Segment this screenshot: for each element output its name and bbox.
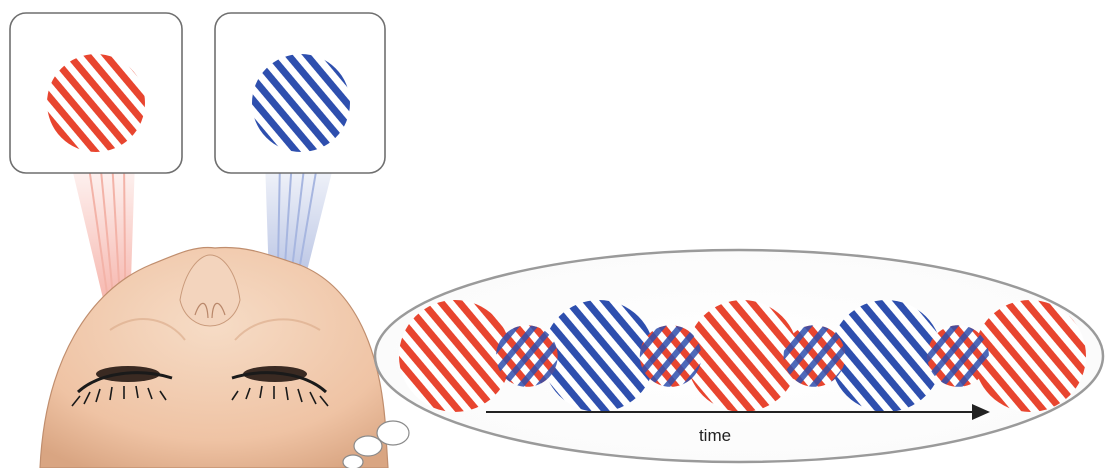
percept-red-disc xyxy=(687,300,799,412)
percept-red-disc xyxy=(974,300,1086,412)
time-axis-label: time xyxy=(699,426,731,445)
observer-head xyxy=(40,247,388,468)
percept-red-disc xyxy=(399,300,511,412)
red-grating-stimulus xyxy=(47,54,145,152)
blue-grating-stimulus xyxy=(252,54,350,152)
percept-mixed-overlay xyxy=(784,325,846,387)
percept-blue-disc xyxy=(543,300,655,412)
percept-thought-ellipse: time xyxy=(375,250,1103,462)
percept-mixed-overlay xyxy=(640,325,702,387)
percept-mixed-overlay xyxy=(927,325,989,387)
right-eye-stimulus-panel xyxy=(215,13,385,173)
left-eye-stimulus-panel xyxy=(10,13,182,173)
percept-mixed-overlay xyxy=(496,325,558,387)
percept-blue-disc xyxy=(830,300,942,412)
